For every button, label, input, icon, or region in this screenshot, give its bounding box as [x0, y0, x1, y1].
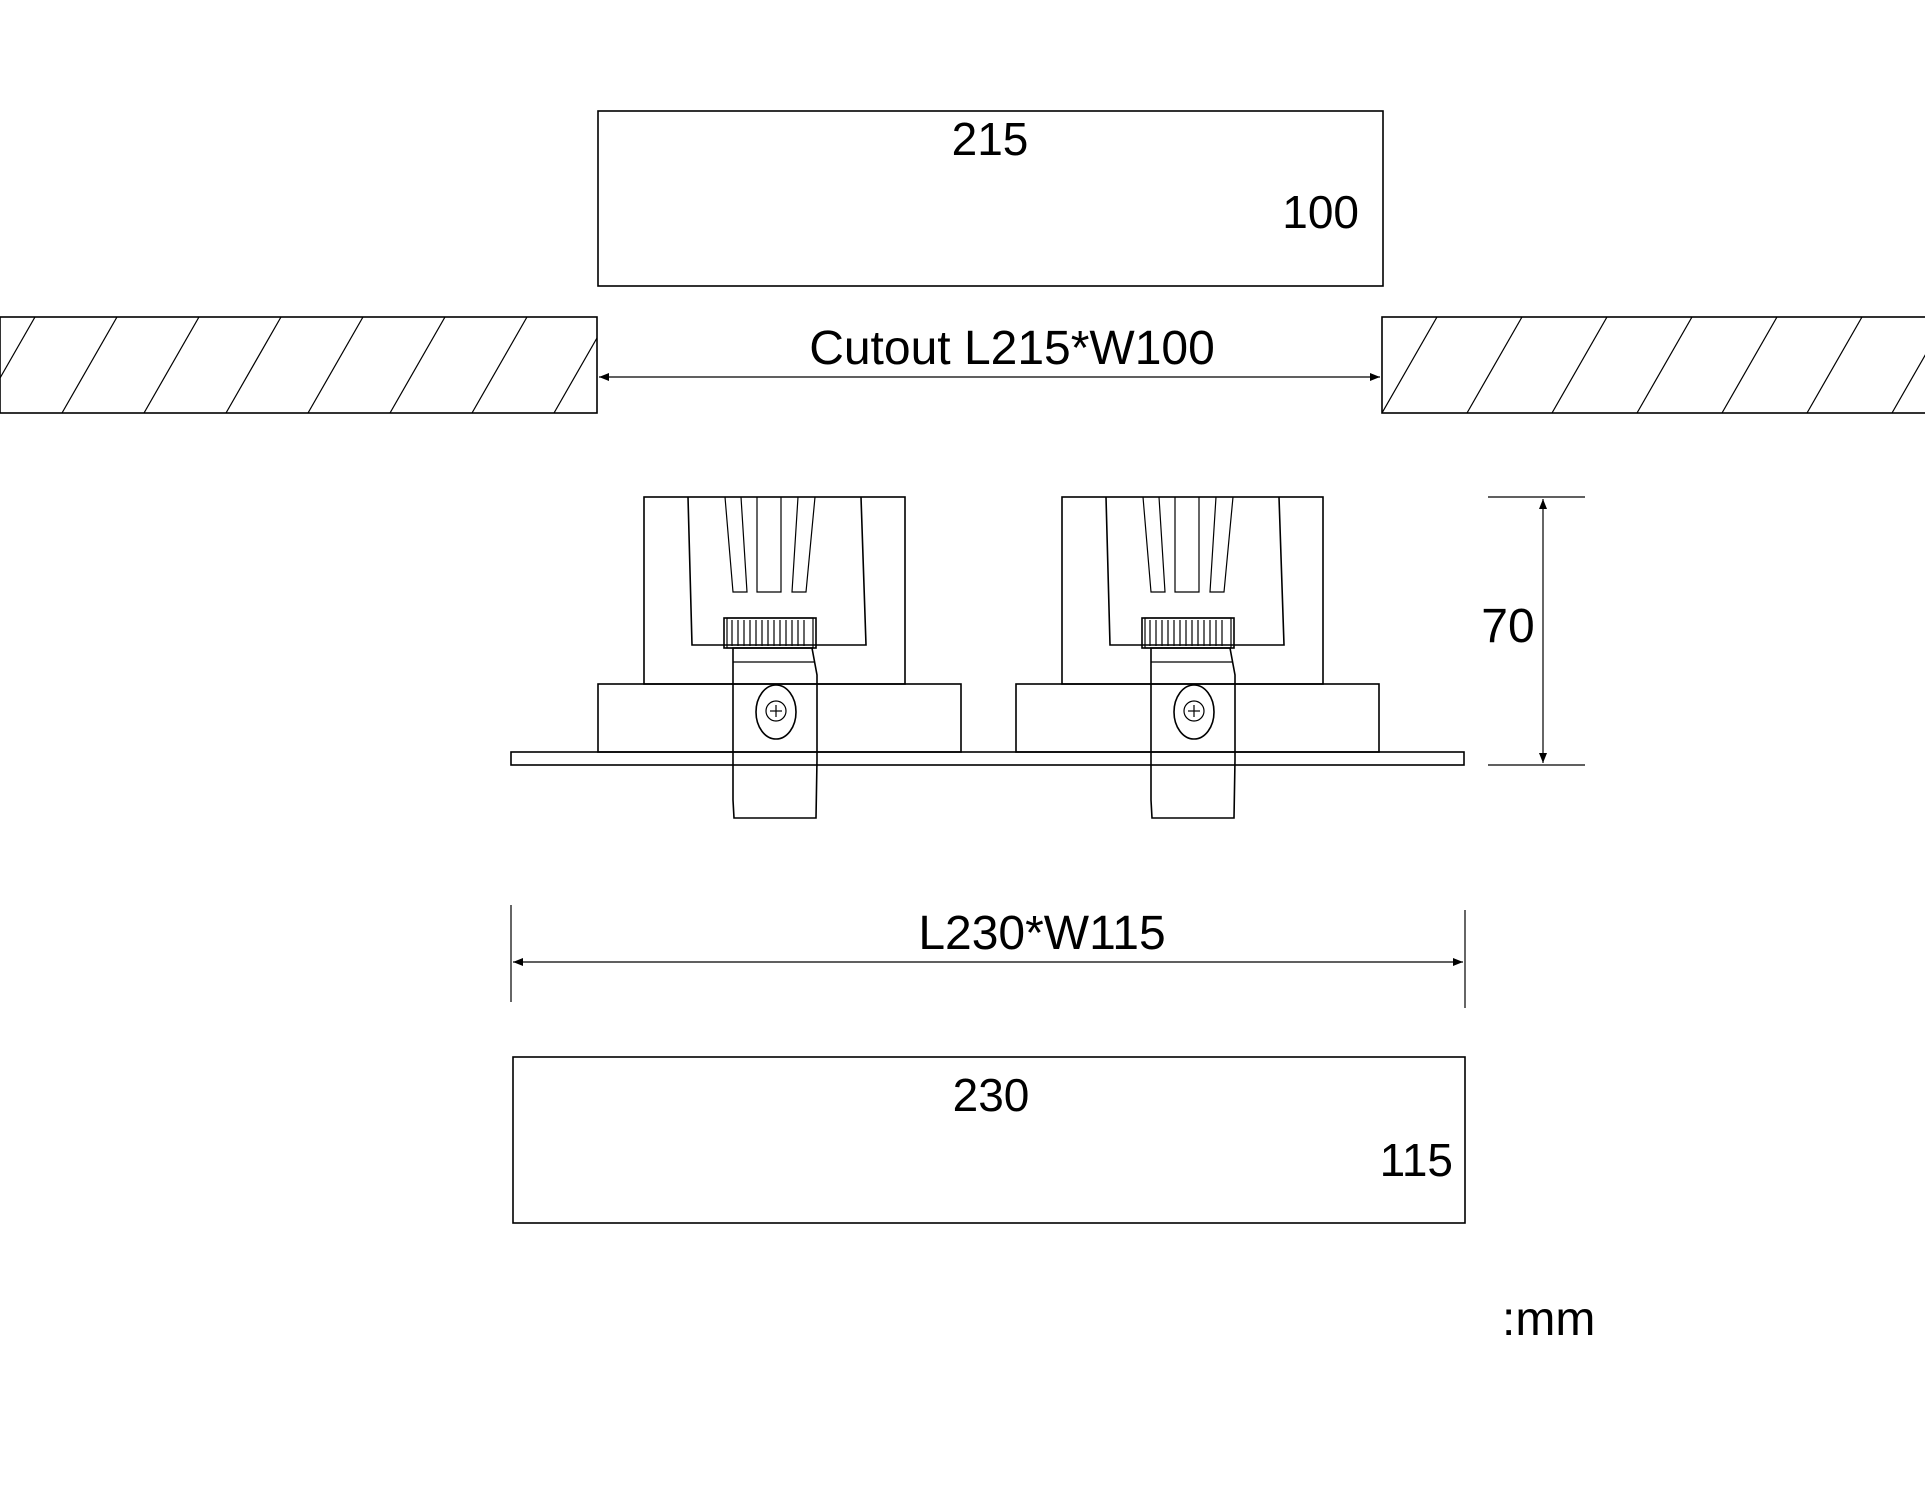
unit-label: :mm — [1502, 1293, 1595, 1346]
cutout-top-view-box — [597, 110, 1384, 287]
spring-clip-right — [1141, 617, 1236, 819]
cutout-width-label: 100 — [1282, 186, 1359, 238]
fixture-top-view-box — [512, 1056, 1466, 1224]
lamp-module-left — [597, 496, 962, 753]
spring-clip-left — [723, 617, 818, 819]
ceiling-left-section — [0, 316, 598, 414]
lamp-module-right — [1015, 496, 1380, 753]
size-length-label: 230 — [953, 1069, 1030, 1121]
ceiling-right-section — [1381, 316, 1925, 414]
size-width-label: 115 — [1380, 1134, 1453, 1186]
cutout-dimension-label: Cutout L215*W100 — [809, 322, 1215, 375]
size-dimension-label: L230*W115 — [918, 907, 1165, 960]
cutout-length-label: 215 — [952, 113, 1029, 165]
fixture-side-view — [510, 496, 1465, 819]
height-dimension-label: 70 — [1481, 600, 1534, 653]
